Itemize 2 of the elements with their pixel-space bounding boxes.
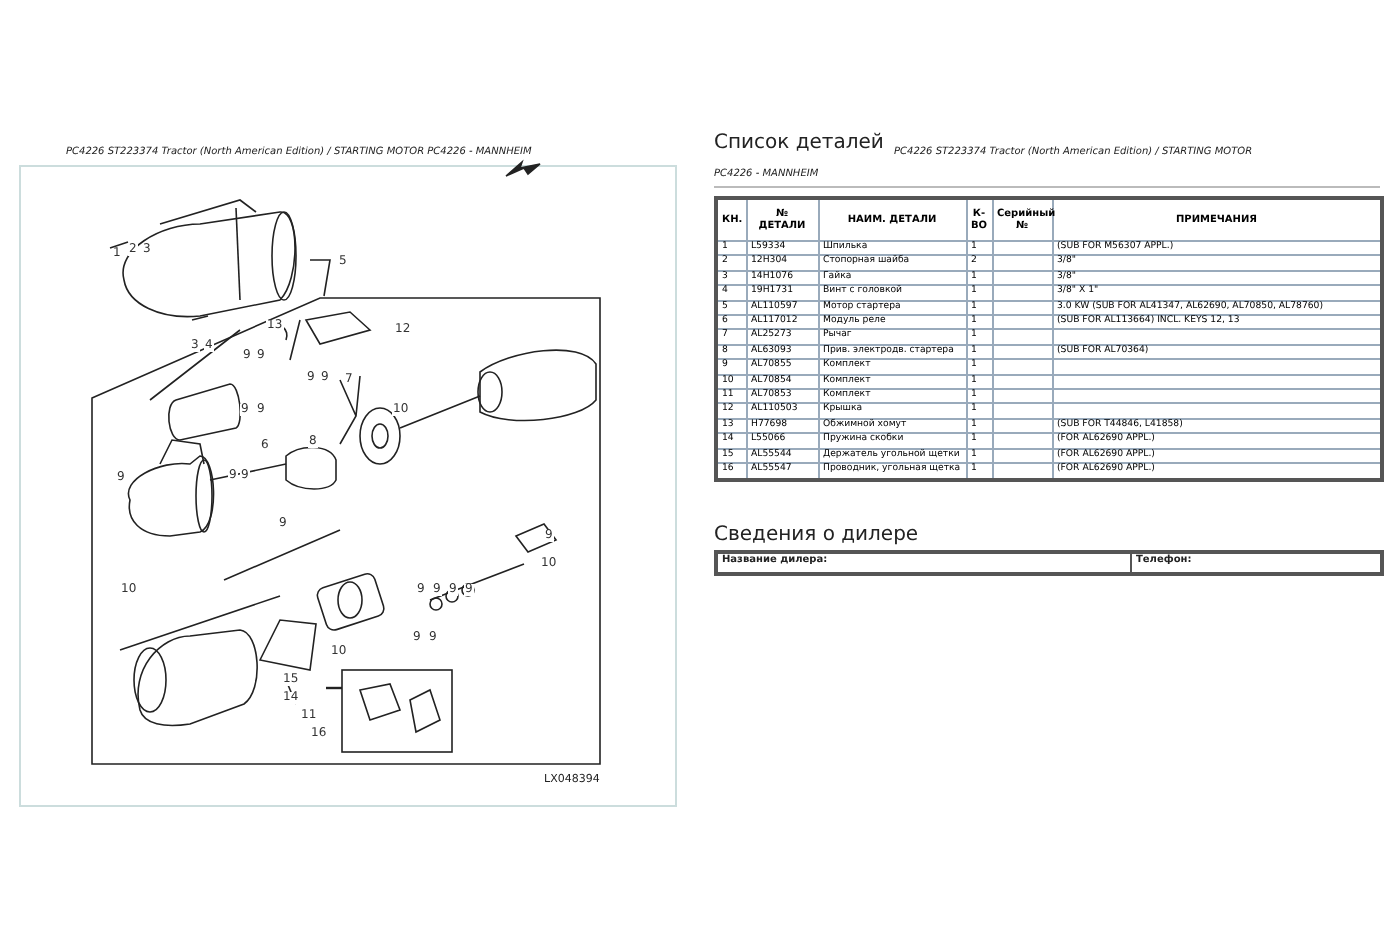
page-heading: Список деталей [714, 132, 884, 154]
section-heading: Сведения о дилере [714, 524, 919, 546]
